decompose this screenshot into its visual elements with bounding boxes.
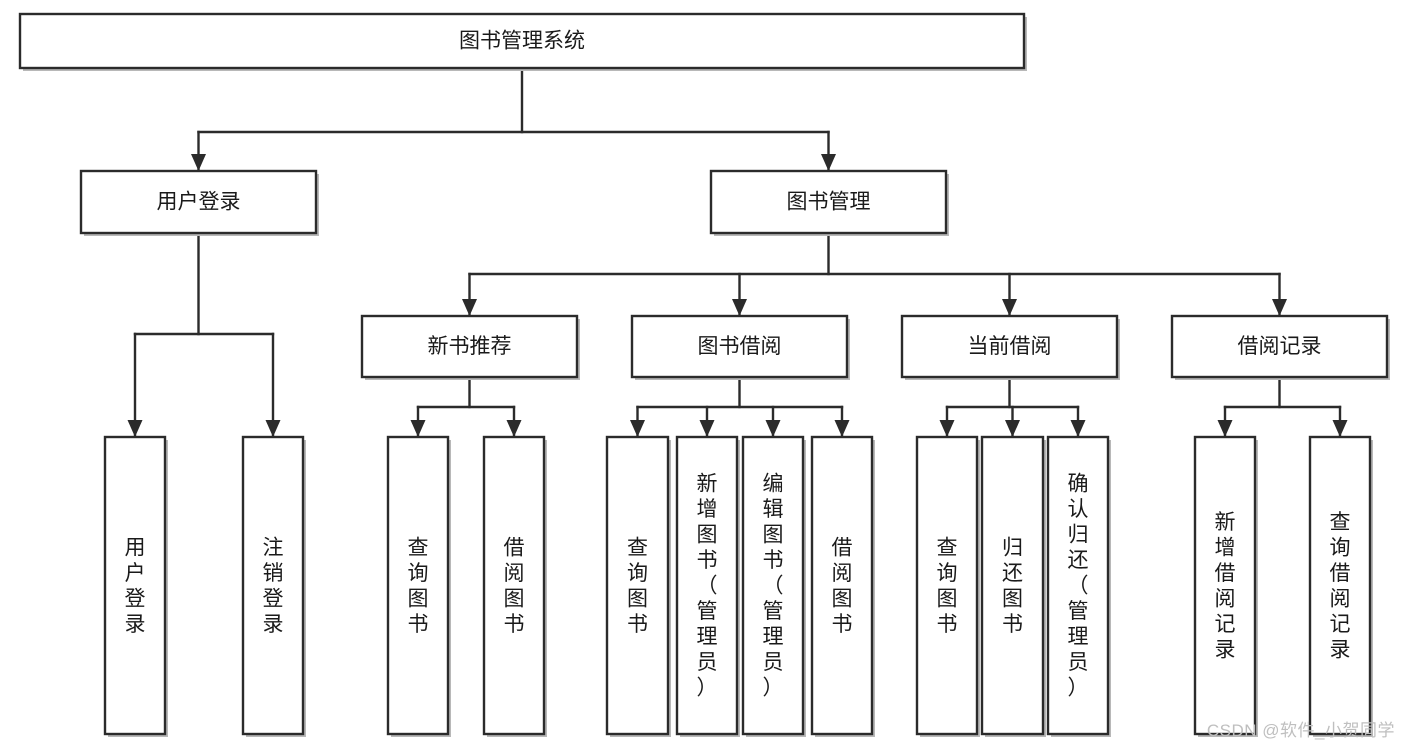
node-borrow-record[interactable]: 借阅记录 [1170, 314, 1390, 380]
connector-arrow [462, 299, 477, 316]
connector-arrow [191, 154, 206, 171]
node-borrow-query-book[interactable]: 查询图书 [605, 435, 671, 737]
node-box [103, 435, 167, 736]
connector-arrow [834, 420, 850, 437]
node-label: 图书借阅 [698, 335, 782, 358]
connector-arrow [699, 420, 715, 437]
connector-arrow [765, 420, 781, 437]
node-label: 图书管理 [787, 191, 871, 214]
connector-arrow [265, 420, 281, 437]
node-current-return-book[interactable]: 归还图书 [980, 435, 1046, 737]
node-box [360, 314, 579, 379]
node-label: 用户登录 [157, 191, 241, 214]
node-label: 编辑图书（管理员） [763, 473, 784, 700]
node-label: 新增图书（管理员） [697, 473, 718, 700]
csdn-watermark: CSDN @软件_小贺同学 [1206, 721, 1395, 740]
node-borrow-borrow-book[interactable]: 借阅图书 [810, 435, 875, 737]
connector-arrow [821, 154, 836, 171]
node-label: 用户登录 [125, 536, 146, 636]
node-box [915, 435, 979, 736]
connector-arrow [732, 299, 747, 316]
connectors-layer [127, 66, 1348, 438]
connector-arrow [410, 420, 426, 437]
node-box [18, 12, 1026, 70]
node-box [741, 435, 805, 736]
node-box [386, 435, 450, 736]
node-book-borrow[interactable]: 图书借阅 [630, 314, 850, 380]
connector-arrow [1272, 299, 1287, 316]
node-label: 当前借阅 [968, 335, 1052, 358]
node-box [980, 435, 1045, 736]
connector-arrow [127, 420, 143, 437]
connector-arrow [1005, 420, 1020, 437]
node-borrow-add-book[interactable]: 新增图书（管理员） [675, 435, 740, 737]
connector-arrow [1332, 420, 1348, 437]
node-label: 查询借阅记录 [1330, 511, 1351, 662]
node-label: 借阅图书 [504, 536, 525, 636]
connector-arrow [1002, 299, 1017, 316]
node-label: 查询图书 [627, 536, 648, 636]
node-box [241, 435, 305, 736]
node-box [630, 314, 849, 379]
node-box [709, 169, 948, 235]
node-box [900, 314, 1119, 379]
node-box [1170, 314, 1389, 379]
node-box [1193, 435, 1257, 736]
node-box [79, 169, 318, 235]
node-label: 注销登录 [263, 536, 284, 636]
node-current-borrow[interactable]: 当前借阅 [900, 314, 1120, 380]
node-box [810, 435, 874, 736]
connector-arrow [506, 420, 522, 437]
node-box [1046, 435, 1110, 736]
connector-arrow [1070, 420, 1086, 437]
nodes-layer: 图书管理系统用户登录用户登录注销登录图书管理新书推荐查询图书借阅图书图书借阅查询… [18, 12, 1390, 737]
node-leaf-user-login[interactable]: 用户登录 [103, 435, 168, 737]
connector-arrow [939, 420, 955, 437]
node-recommend-query-book[interactable]: 查询图书 [386, 435, 451, 737]
node-box [482, 435, 546, 736]
node-book-management[interactable]: 图书管理 [709, 169, 949, 236]
node-recommend-borrow-book[interactable]: 借阅图书 [482, 435, 547, 737]
connector-arrow [1217, 420, 1233, 437]
node-current-confirm-return[interactable]: 确认归还（管理员） [1046, 435, 1111, 737]
node-label: 借阅图书 [832, 536, 853, 636]
node-box [1308, 435, 1372, 736]
node-undefined[interactable]: 图书管理系统 [18, 12, 1027, 71]
node-box [675, 435, 739, 736]
node-record-add[interactable]: 新增借阅记录 [1193, 435, 1258, 737]
node-box [605, 435, 670, 736]
node-current-query-book[interactable]: 查询图书 [915, 435, 980, 737]
connector-arrow [630, 420, 645, 437]
node-label: 借阅记录 [1238, 335, 1322, 358]
node-label: 查询图书 [937, 536, 958, 636]
node-label: 查询图书 [408, 536, 429, 636]
node-user-login[interactable]: 用户登录 [79, 169, 319, 236]
node-new-book-recommend[interactable]: 新书推荐 [360, 314, 580, 380]
node-label: 新增借阅记录 [1215, 511, 1236, 662]
node-record-query[interactable]: 查询借阅记录 [1308, 435, 1373, 737]
node-label: 新书推荐 [428, 335, 512, 358]
node-borrow-edit-book[interactable]: 编辑图书（管理员） [741, 435, 806, 737]
node-label: 归还图书 [1002, 536, 1023, 636]
node-label: 图书管理系统 [459, 30, 585, 53]
node-leaf-user-logout[interactable]: 注销登录 [241, 435, 306, 737]
node-label: 确认归还（管理员） [1068, 473, 1089, 700]
